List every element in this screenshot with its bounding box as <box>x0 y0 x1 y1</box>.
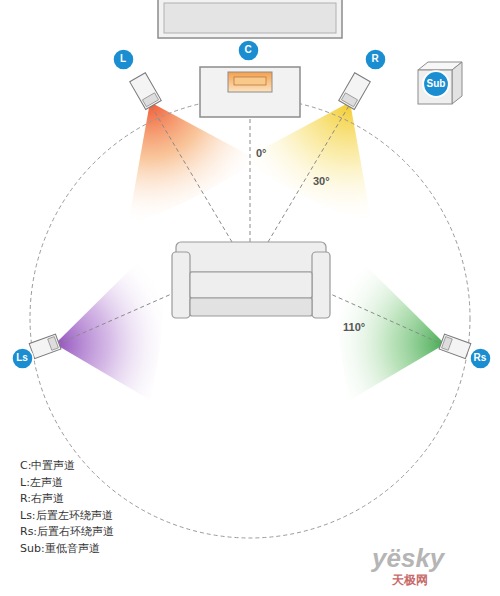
tv-screen <box>158 0 342 38</box>
angle-label: 0° <box>256 148 267 159</box>
left-surround-sound-cone <box>55 240 163 400</box>
tv-stand <box>200 67 300 117</box>
channel-label: Sub <box>427 79 446 89</box>
legend-entry: R:右声道 <box>20 491 64 506</box>
channel-label: L <box>120 54 126 64</box>
listening-circle <box>30 98 470 538</box>
center-speaker <box>228 72 272 92</box>
legend-entry: Sub:重低音声道 <box>20 541 100 556</box>
channel-label: Rs <box>474 353 487 363</box>
angle-lines <box>58 104 442 344</box>
left-channel-badge: L <box>112 48 135 71</box>
left-surround-speaker <box>29 334 61 359</box>
left-speaker <box>130 73 162 110</box>
sofa <box>172 242 330 318</box>
channel-label: R <box>371 54 378 64</box>
subwoofer <box>418 62 462 104</box>
legend-entry: C:中置声道 <box>20 458 75 473</box>
tv-panel <box>164 3 336 33</box>
channel-label: C <box>244 45 251 55</box>
watermark: yësky <box>372 545 444 571</box>
legend-entry: Ls:后置左环绕声道 <box>20 508 113 523</box>
left-surround-badge: Ls <box>11 347 34 370</box>
right-sound-cone <box>242 102 372 225</box>
subwoofer-badge: Sub <box>422 70 450 98</box>
right-speaker <box>339 73 371 110</box>
center-channel-badge: C <box>237 39 260 62</box>
angle-label: 110° <box>343 322 365 333</box>
center-speaker-grille <box>234 77 266 85</box>
watermark: 天极网 <box>392 574 428 586</box>
angle-label: 30° <box>313 176 330 187</box>
right-surround-speaker <box>439 334 471 359</box>
right-channel-badge: R <box>364 48 387 71</box>
legend-entry: Rs:后置右环绕声道 <box>20 524 114 539</box>
right-surround-sound-cone <box>337 240 445 400</box>
right-surround-badge: Rs <box>469 347 492 370</box>
legend-entry: L:左声道 <box>20 475 63 490</box>
channel-label: Ls <box>16 353 28 363</box>
left-sound-cone <box>128 102 258 225</box>
